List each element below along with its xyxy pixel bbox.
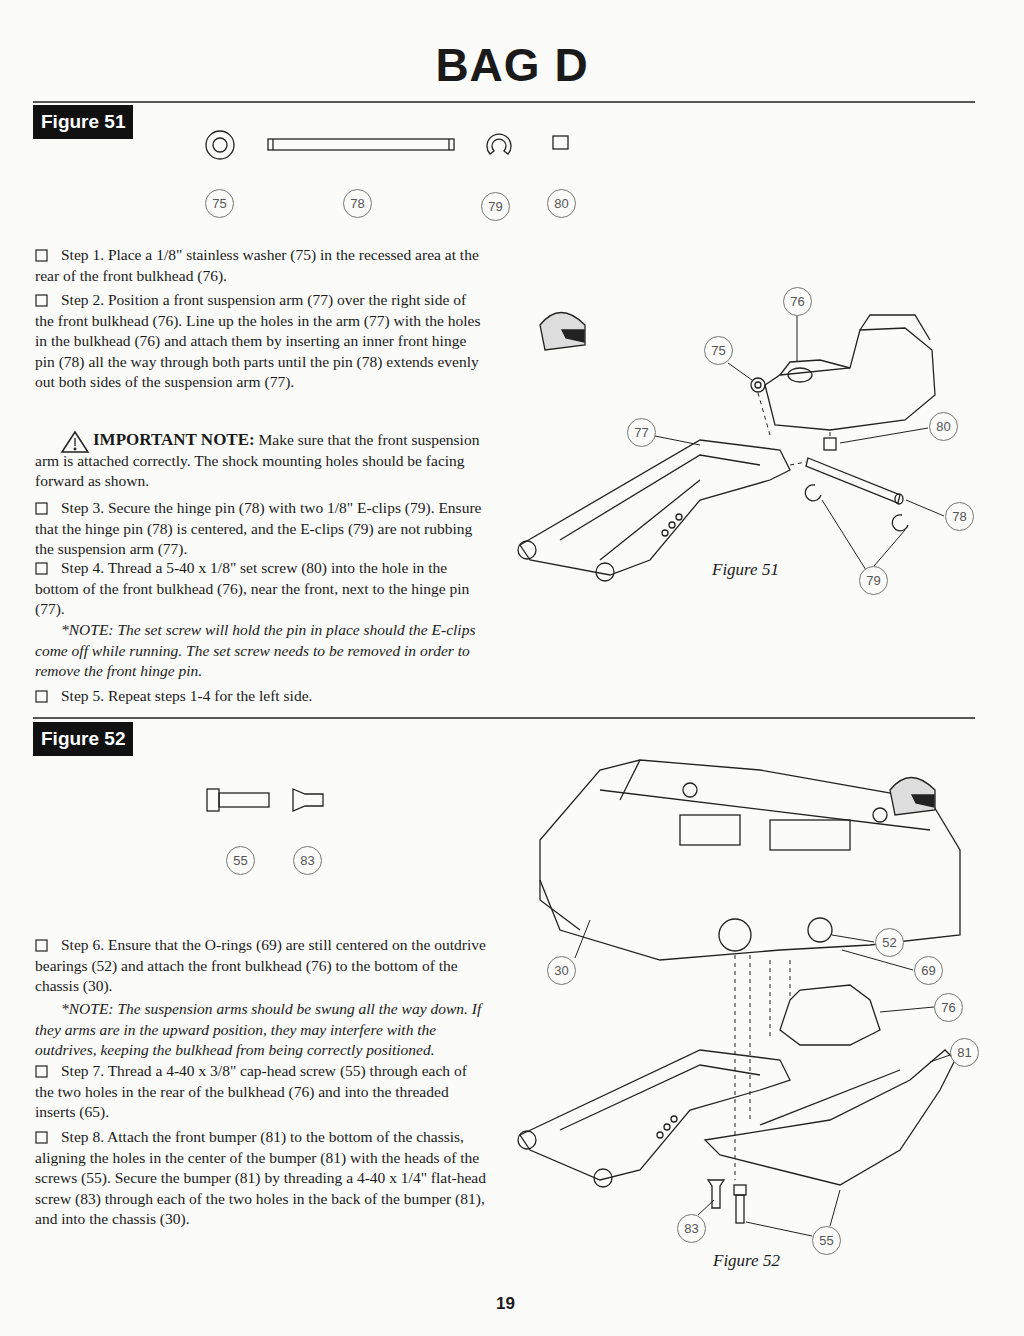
page-number: 19: [496, 1294, 515, 1314]
figure-label: Figure 51: [41, 111, 125, 132]
callout-number: 80: [929, 412, 958, 441]
callout-number: 79: [859, 566, 888, 595]
figure-caption: Figure 51: [712, 560, 779, 580]
callout-number: 83: [293, 846, 322, 875]
checkbox: [36, 503, 47, 514]
callout-number: 78: [945, 502, 974, 531]
step-paragraph: Step 2. Position a front suspension arm …: [35, 290, 488, 393]
step-text: Step 5. Repeat steps 1-4 for the left si…: [61, 687, 312, 704]
step-text: Step 3. Secure the hinge pin (78) with t…: [35, 499, 481, 557]
figure-caption: Figure 52: [713, 1251, 780, 1271]
callout-number: 77: [627, 418, 656, 447]
callout-number: 69: [914, 956, 943, 985]
step-paragraph: Step 7. Thread a 4-40 x 3/8" cap-head sc…: [35, 1061, 488, 1123]
checkbox: [36, 250, 47, 261]
step-paragraph: Step 6. Ensure that the O-rings (69) are…: [35, 935, 488, 997]
checkbox: [36, 295, 47, 306]
callout-number: 52: [875, 928, 904, 957]
step-text: Step 7. Thread a 4-40 x 3/8" cap-head sc…: [35, 1062, 467, 1120]
callout-number: 75: [704, 336, 733, 365]
step-text: *NOTE: The suspension arms should be swu…: [35, 1000, 481, 1058]
step-paragraph: Step 4. Thread a 5-40 x 1/8" set screw (…: [35, 558, 488, 620]
callout-number: 79: [481, 192, 510, 221]
callout-number: 78: [343, 189, 372, 218]
step-text: Step 6. Ensure that the O-rings (69) are…: [35, 936, 486, 994]
step-text: Step 8. Attach the front bumper (81) to …: [35, 1128, 486, 1227]
callout-number: 55: [812, 1226, 841, 1255]
step-text: Step 4. Thread a 5-40 x 1/8" set screw (…: [35, 559, 469, 617]
callout-number: 81: [950, 1038, 979, 1067]
checkbox: [36, 563, 47, 574]
step-paragraph: Step 1. Place a 1/8" stainless washer (7…: [35, 245, 488, 286]
note-heading: IMPORTANT NOTE:: [93, 430, 255, 449]
checkbox: [36, 940, 47, 951]
checkbox: [36, 691, 47, 702]
callout-number: 55: [226, 846, 255, 875]
callout-number: 75: [205, 189, 234, 218]
step-paragraph: Step 8. Attach the front bumper (81) to …: [35, 1127, 488, 1230]
step-text: Step 2. Position a front suspension arm …: [35, 291, 481, 390]
figure-tag: Figure 51: [33, 105, 133, 139]
step-paragraph: Step 3. Secure the hinge pin (78) with t…: [35, 498, 488, 560]
step-text: Step 1. Place a 1/8" stainless washer (7…: [35, 246, 479, 284]
callout-number: 80: [547, 189, 576, 218]
step-paragraph: Step 5. Repeat steps 1-4 for the left si…: [35, 686, 488, 707]
note-paragraph: *NOTE: The suspension arms should be swu…: [35, 999, 488, 1061]
callout-number: 76: [783, 287, 812, 316]
figure-label: Figure 52: [41, 728, 125, 749]
callout-number: 30: [547, 956, 576, 985]
step-paragraph: IMPORTANT NOTE: Make sure that the front…: [35, 430, 488, 492]
callout-number: 83: [677, 1214, 706, 1243]
checkbox: [36, 1132, 47, 1143]
callout-number: 76: [934, 993, 963, 1022]
step-text: *NOTE: The set screw will hold the pin i…: [35, 621, 475, 679]
figure-tag: Figure 52: [33, 722, 133, 756]
checkbox: [36, 1066, 47, 1077]
page-title: BAG D: [312, 38, 712, 92]
note-paragraph: *NOTE: The set screw will hold the pin i…: [35, 620, 488, 682]
